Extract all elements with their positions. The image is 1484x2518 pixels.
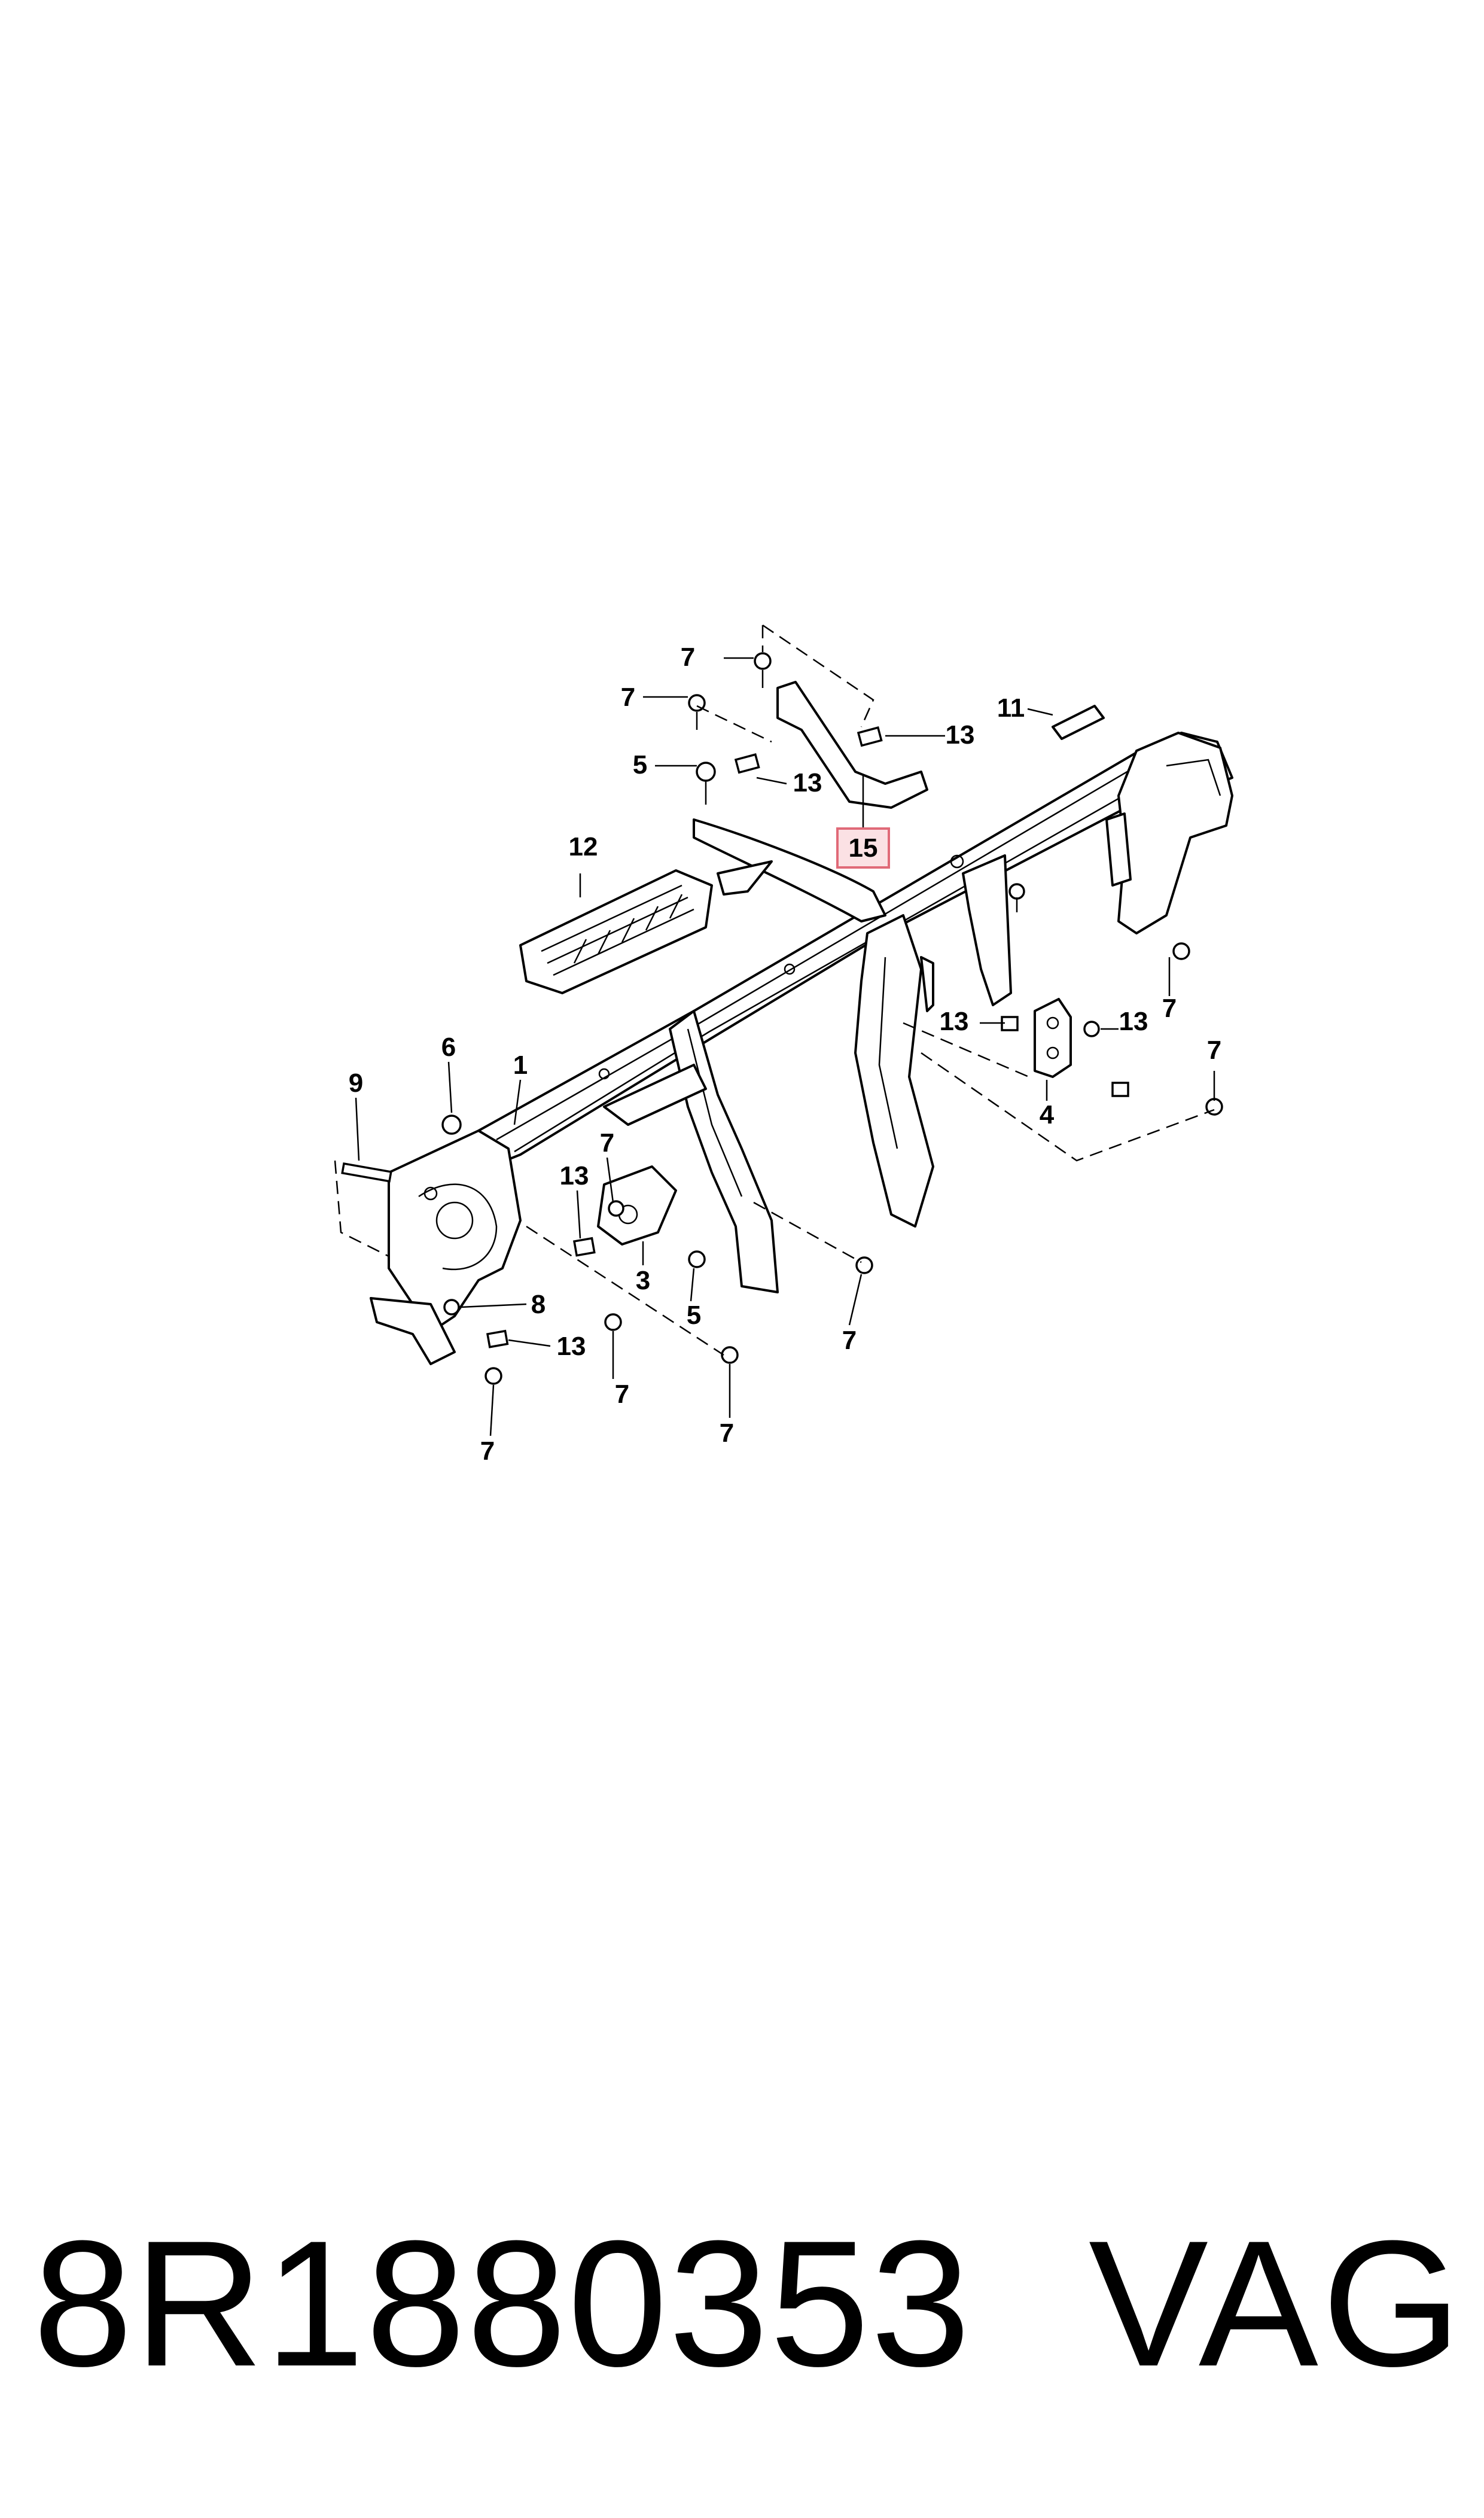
callout-7: 7 — [842, 1326, 857, 1355]
callout-7: 7 — [681, 643, 695, 672]
upper-brace-part-15 — [693, 681, 928, 922]
vent-grille-part-12 — [519, 869, 713, 994]
right-mid-bracket — [962, 854, 1012, 1006]
centre-support — [854, 914, 934, 1228]
callout-13: 13 — [1119, 1007, 1148, 1036]
callout-labels: 7 7 5 13 13 11 12 15 13 13 7 7 4 1 6 9 7… — [349, 643, 1221, 1466]
bracket-part-4 — [1034, 998, 1072, 1078]
callout-13: 13 — [560, 1161, 589, 1191]
callout-7: 7 — [615, 1380, 629, 1409]
dashed-reference-lines — [334, 624, 1215, 1356]
right-end-bracket — [1105, 732, 1233, 934]
callout-1: 1 — [513, 1051, 528, 1080]
callout-7: 7 — [480, 1436, 495, 1466]
callout-3: 3 — [636, 1266, 650, 1295]
strip-part-11 — [1052, 705, 1105, 740]
highlight-box-15 — [836, 827, 890, 869]
callout-5: 5 — [633, 750, 647, 780]
steering-column-bracket — [603, 1010, 779, 1293]
callout-13: 13 — [557, 1332, 586, 1361]
callout-7: 7 — [621, 683, 635, 712]
callout-11: 11 — [997, 693, 1025, 723]
left-end-bracket — [370, 1129, 522, 1365]
callout-5: 5 — [687, 1301, 701, 1330]
callout-7: 7 — [720, 1418, 734, 1448]
leader-lines — [355, 657, 1215, 1436]
callout-13: 13 — [940, 1007, 969, 1036]
callout-8: 8 — [531, 1290, 546, 1319]
callout-6: 6 — [441, 1033, 456, 1062]
callout-7: 7 — [1162, 994, 1177, 1023]
parts-diagram: 7 7 5 13 13 11 12 15 13 13 7 7 4 1 6 9 7… — [334, 624, 1233, 1466]
callout-13: 13 — [793, 768, 822, 797]
callout-15: 15 — [849, 833, 878, 863]
brand-label: VAG — [1089, 2203, 1465, 2404]
part-number: 8R1880353 — [33, 2203, 972, 2404]
callout-13: 13 — [946, 720, 975, 750]
callout-12: 12 — [569, 832, 598, 861]
callout-7: 7 — [600, 1128, 614, 1158]
callout-4: 4 — [1040, 1100, 1055, 1129]
callout-9: 9 — [349, 1068, 363, 1098]
callout-7: 7 — [1207, 1036, 1221, 1065]
